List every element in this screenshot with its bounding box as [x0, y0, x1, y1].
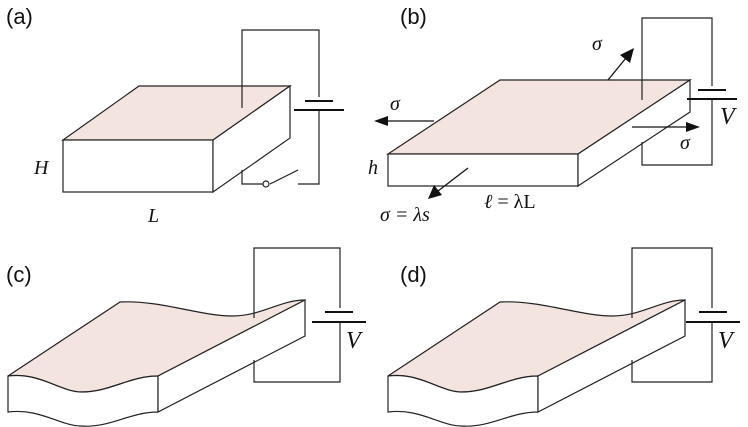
symbol-ell: ℓ — [484, 191, 493, 213]
panel-label-d: (d) — [400, 262, 427, 287]
label-sigma-left: σ — [390, 93, 401, 115]
label-sigma-right: σ — [680, 132, 691, 154]
slab-right-face-a — [212, 84, 291, 194]
wire-top-b — [641, 17, 713, 100]
arrowhead-sigma-front — [428, 185, 442, 199]
label-H: H — [33, 157, 50, 179]
slab-right-face-d — [537, 299, 686, 413]
wire-bottom-a — [241, 170, 263, 185]
slab-front-face-a — [62, 139, 214, 193]
arrowhead-sigma-left — [374, 116, 388, 126]
panel-a: (a) H L — [6, 4, 344, 227]
panel-b: (b) σ σ σ V h σ = λs ℓ = λL — [368, 4, 737, 226]
wire-bottom-d — [631, 322, 713, 383]
label-L: L — [147, 205, 159, 227]
wire-top-d — [631, 247, 713, 318]
label-V-c: V — [346, 328, 363, 354]
label-sigma-back: σ — [592, 33, 603, 55]
wire-bottom-c — [253, 322, 341, 383]
label-V-b: V — [720, 104, 737, 130]
label-ell-lambda-L: ℓ = λL — [484, 191, 536, 213]
arrow-sigma-front — [437, 167, 469, 192]
panel-c: (c) V — [6, 247, 366, 427]
wire-top-c — [253, 247, 341, 318]
slab-right-face-c — [157, 299, 306, 413]
label-sigma-lambda-s: σ = λs — [380, 204, 430, 226]
slab-right-face-b — [577, 78, 691, 188]
arrow-sigma-back — [607, 57, 627, 81]
arrowhead-sigma-right — [686, 122, 700, 132]
wire-top-a — [241, 29, 320, 108]
panel-label-c: (c) — [6, 262, 32, 287]
panel-label-b: (b) — [400, 4, 427, 29]
switch-blade-a — [269, 169, 299, 185]
wire-right-a — [298, 110, 320, 185]
arrowhead-sigma-back — [620, 48, 634, 63]
label-h: h — [368, 157, 378, 179]
panel-d: (d) V — [387, 247, 740, 427]
panel-label-a: (a) — [6, 4, 33, 29]
label-V-d: V — [718, 328, 735, 354]
slab-front-face-b — [387, 153, 579, 187]
ell-equation-rest: = λL — [492, 191, 535, 213]
switch-contact-a — [262, 180, 270, 188]
wire-bottom-b — [641, 99, 713, 166]
